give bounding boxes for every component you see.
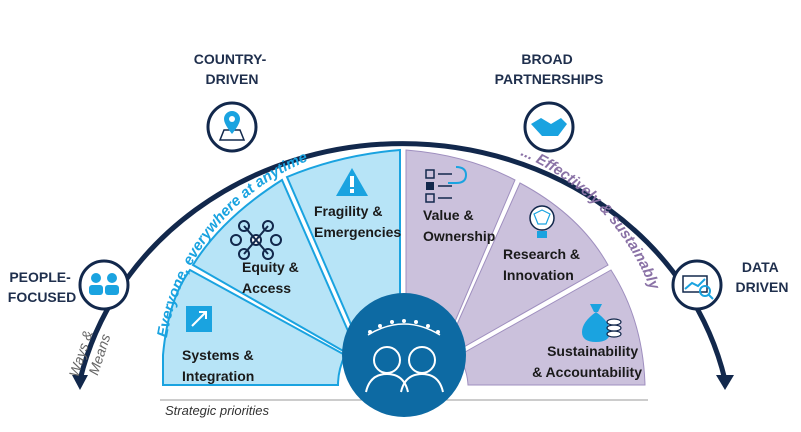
systems-label: Systems & Integration xyxy=(182,347,257,384)
bulb-icon xyxy=(529,205,555,238)
people-group-icon xyxy=(89,273,119,295)
left-arrowhead xyxy=(72,375,88,390)
handshake-icon xyxy=(531,118,567,136)
crowd-icon xyxy=(365,319,444,393)
broad-partnerships-label: BROAD PARTNERSHIPS xyxy=(495,51,604,87)
center-node xyxy=(342,293,466,417)
equity-label: Equity & Access xyxy=(242,259,303,296)
segment-systems[interactable] xyxy=(162,268,347,386)
purple-segments xyxy=(405,149,646,386)
data-driven-label: DATA DRIVEN xyxy=(736,259,789,295)
money-bag-icon xyxy=(582,304,622,342)
fragility-label: Fragility & Emergencies xyxy=(314,203,401,240)
value-label: Value & Ownership xyxy=(423,207,495,244)
country-driven-node xyxy=(206,101,258,153)
sustainability-label: Sustainability & Accountability xyxy=(532,343,642,380)
broad-partnerships-node xyxy=(523,101,575,153)
chart-magnifier-icon xyxy=(682,275,714,300)
blue-segments xyxy=(162,148,401,386)
network-icon xyxy=(230,220,282,260)
outer-arc xyxy=(77,141,728,381)
map-pin-icon xyxy=(218,111,246,141)
people-focused-label: PEOPLE- FOCUSED xyxy=(8,269,76,305)
people-focused-node xyxy=(78,259,130,311)
data-driven-node xyxy=(671,259,723,311)
systems-icon xyxy=(186,306,212,332)
checklist-icon xyxy=(425,166,468,203)
strategic-priorities-label: Strategic priorities xyxy=(165,403,270,418)
warning-icon xyxy=(336,168,368,196)
right-arrowhead xyxy=(716,375,734,390)
country-driven-label: COUNTRY- DRIVEN xyxy=(194,51,270,87)
research-label: Research & Innovation xyxy=(503,246,584,283)
